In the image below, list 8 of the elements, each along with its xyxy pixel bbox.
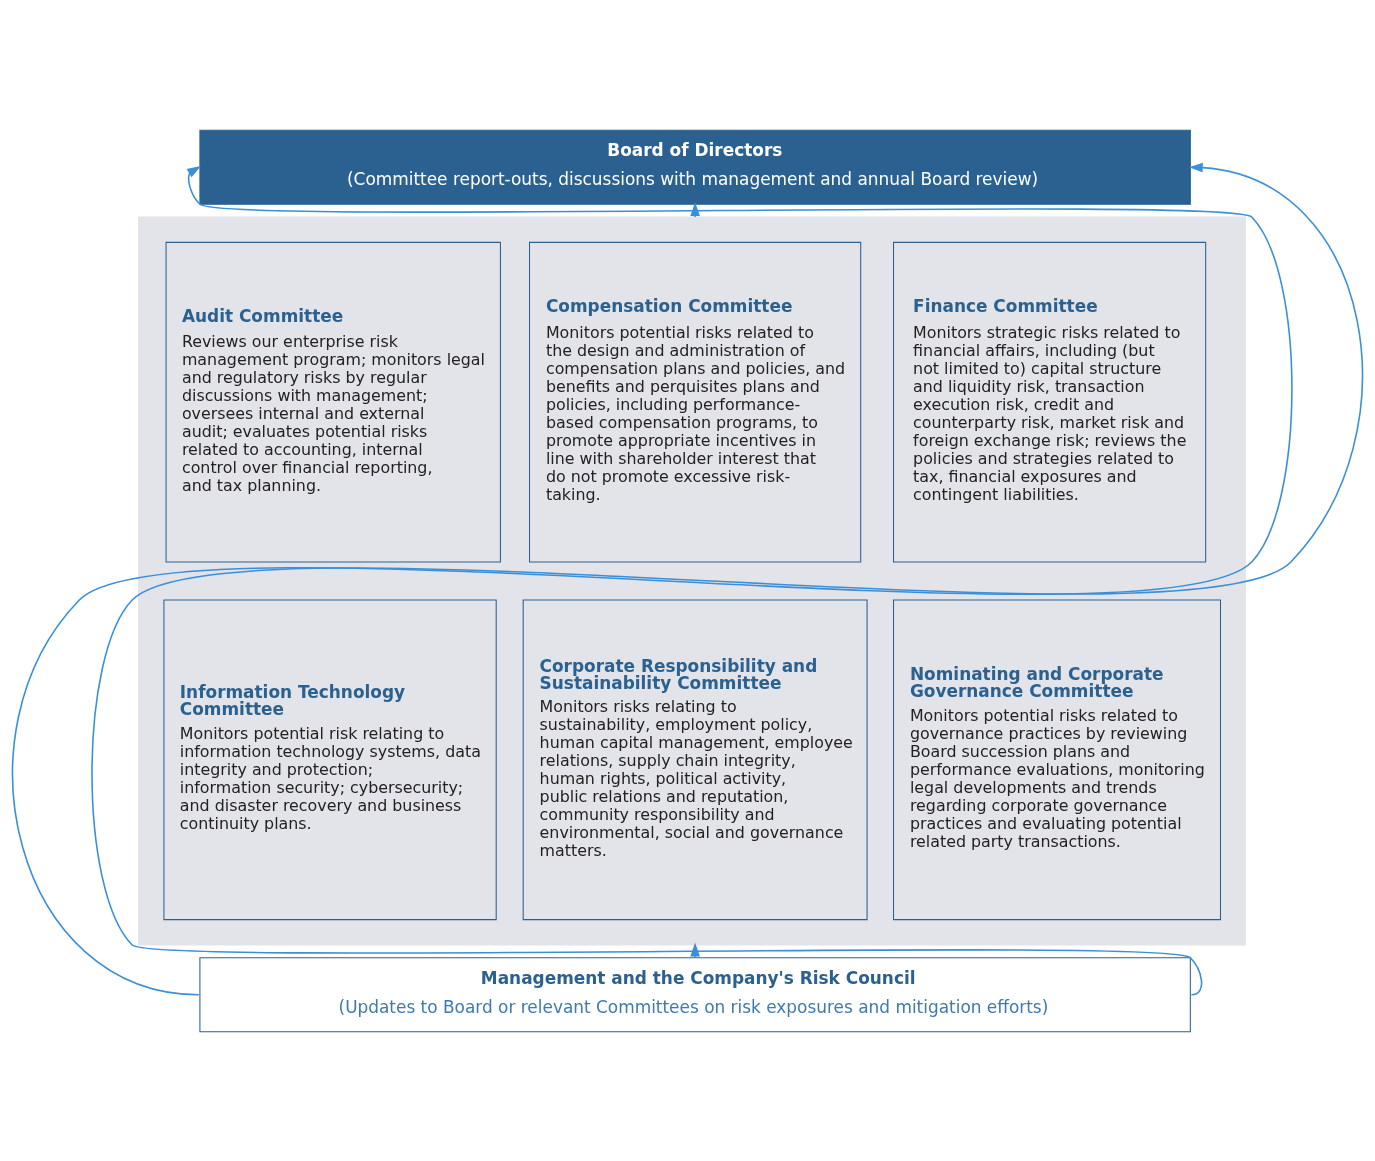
node-box: Information Technology Committee Monitors potential risk relating to information technology systems, data integrity and protection; information security; cybersecurity; and disaster recovery and business continuity plans.: [163, 599, 497, 920]
node-box: Board of Directors (Committee report-outs, discussions with management and annual Board review): [199, 129, 1191, 205]
node-box: Nominating and Corporate Governance Committee Monitors potential risks related to governance practices by reviewing Board succession plans and performance evaluations, monitoring legal developments and trends regarding corporate governance practices and evaluating potential related party transactions.: [893, 599, 1221, 920]
node-box: Compensation Committee Monitors potential risks related to the design and administration of compensation plans and policies, and benefits and perquisites plans and policies, including performance-based compensation programs, to promote appropriate incentives in line with shareholder interest that do not promote excessive risk-taking.: [529, 241, 862, 562]
arrow: [690, 942, 700, 958]
node-box: Audit Committee Reviews our enterprise risk management program; monitors legal and regulatory risks by regular discussions with management; oversees internal and external audit; evaluates potential risks related to accounting, internal control over financial reporting, and tax planning.: [165, 241, 501, 562]
node-box: Corporate Responsibility and Sustainability Committee Monitors risks relating to sustainability, employment policy, human capital management, employee relations, supply chain integrity, human rights, political activity, public relations and reputation, community responsibility and environmental, social and governance matters.: [522, 599, 868, 920]
node-box: Finance Committee Monitors strategic risks related to financial affairs, including (but not limited to) capital structure and liquidity risk, transaction execution risk, credit and counterparty risk, market risk and foreign exchange risk; reviews the policies and strategies related to tax, financial exposures and contingent liabilities.: [893, 241, 1207, 562]
